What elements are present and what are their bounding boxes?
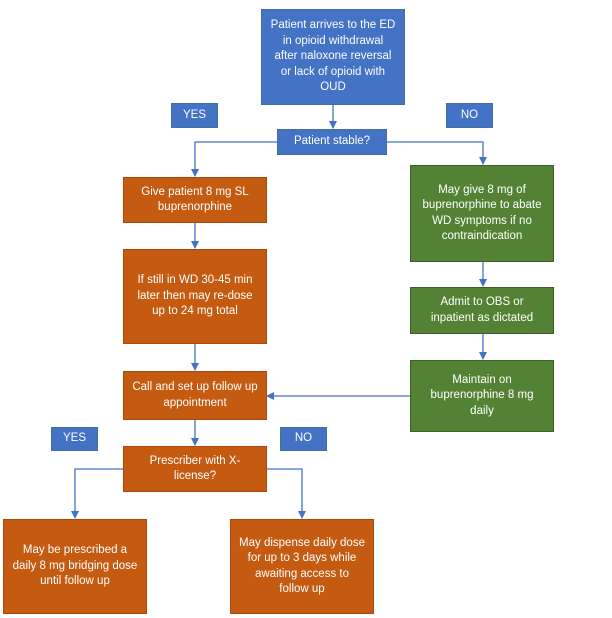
bridging-dose-node: May be prescribed a daily 8 mg bridging … [3, 519, 147, 614]
arrow-xlicense-to-dispense [267, 468, 306, 519]
no-label-top: NO [446, 103, 493, 128]
arrow-xlicense-to-bridging [71, 468, 123, 519]
maintain-node: Maintain on buprenorphine 8 mg daily [410, 360, 554, 432]
admit-node: Admit to OBS or inpatient as dictated [410, 287, 554, 334]
start-node: Patient arrives to the ED in opioid with… [261, 9, 405, 105]
may-give-node: May give 8 mg of buprenorphine to abate … [410, 165, 554, 262]
arrow-stable-to-maygive [387, 141, 487, 165]
redose-node: If still in WD 30-45 min later then may … [123, 249, 267, 344]
arrow-stable-to-give [191, 141, 277, 177]
decision-patient-stable: Patient stable? [277, 129, 387, 155]
yes-label-top: YES [171, 103, 218, 128]
dispense-node: May dispense daily dose for up to 3 days… [230, 519, 374, 614]
no-label-bottom: NO [280, 427, 327, 451]
give-8mg-node: Give patient 8 mg SL buprenorphine [123, 177, 267, 223]
yes-label-bottom: YES [51, 427, 98, 451]
decision-x-license: Prescriber with X-license? [123, 446, 267, 492]
follow-up-node: Call and set up follow up appointment [123, 371, 267, 420]
